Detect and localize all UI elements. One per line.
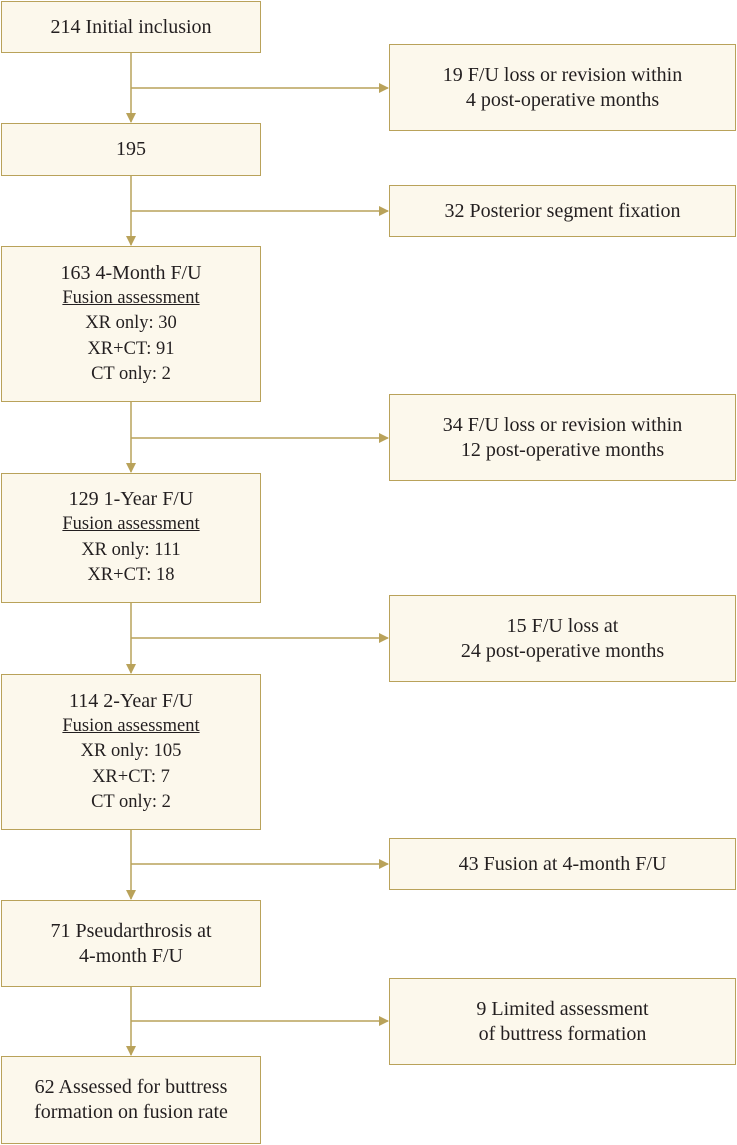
side-fusion-4-month: 43 Fusion at 4-month F/U <box>389 838 736 890</box>
node-2-year-fu: 114 2-Year F/U Fusion assessment XR only… <box>1 674 261 830</box>
node-1-year-fu: 129 1-Year F/U Fusion assessment XR only… <box>1 473 261 603</box>
node-4-month-fu: 163 4-Month F/U Fusion assessment XR onl… <box>1 246 261 402</box>
fusion-assessment-heading: Fusion assessment <box>62 514 200 535</box>
side-fu-loss-12-months: 34 F/U loss or revision within 12 post-o… <box>389 394 736 481</box>
fusion-assessment-heading: Fusion assessment <box>62 715 200 736</box>
fusion-assessment-heading: Fusion assessment <box>62 287 200 308</box>
node-pseudarthrosis: 71 Pseudarthrosis at 4-month F/U <box>1 900 261 987</box>
side-fu-loss-4-months: 19 F/U loss or revision within 4 post-op… <box>389 44 736 131</box>
node-initial-inclusion: 214 Initial inclusion <box>1 1 261 53</box>
side-posterior-fixation: 32 Posterior segment fixation <box>389 185 736 237</box>
node-195: 195 <box>1 123 261 176</box>
node-assessed-buttress: 62 Assessed for buttress formation on fu… <box>1 1056 261 1144</box>
side-fu-loss-24-months: 15 F/U loss at 24 post-operative months <box>389 595 736 682</box>
side-limited-assessment: 9 Limited assessment of buttress formati… <box>389 978 736 1065</box>
